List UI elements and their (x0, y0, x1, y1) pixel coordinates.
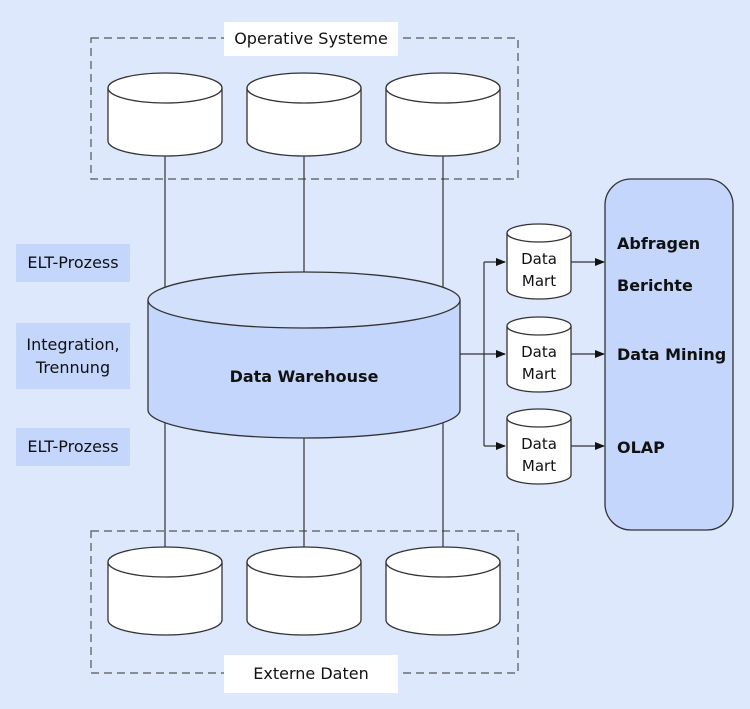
external-data-label: Externe Daten (224, 655, 398, 693)
analysis-panel (604, 178, 734, 531)
integration-label-line2: Trennung (35, 358, 111, 377)
external-data-cylinder (246, 546, 362, 636)
external-data-cylinder (385, 546, 501, 636)
data-mart-label-line2: Mart (521, 272, 557, 290)
data-mart-label-line1: Data (521, 250, 557, 268)
data-mart-cylinder (506, 223, 572, 300)
data-mart-label-line2: Mart (521, 457, 557, 475)
data-mart-branches (460, 258, 506, 450)
operative-systems-label: Operative Systeme (224, 22, 398, 56)
data-mart-label-line2: Mart (521, 365, 557, 383)
data-mart-label-line1: Data (521, 343, 557, 361)
data-mart-label: Data Mart (507, 247, 571, 293)
output-queries-label: Abfragen (617, 234, 701, 253)
output-reports-label: Berichte (617, 276, 693, 295)
warehouse-connectors (164, 155, 444, 560)
elt-process-bottom-label: ELT-Prozess (16, 428, 130, 466)
data-warehouse-label: Data Warehouse (229, 367, 379, 386)
external-data-cylinder (107, 546, 223, 636)
elt-process-top-label: ELT-Prozess (16, 244, 130, 282)
output-data-mining-label: Data Mining (617, 345, 727, 364)
data-mart-cylinder (506, 408, 572, 485)
integration-separation-label: Integration, Trennung (16, 323, 130, 389)
data-warehouse-cylinder (147, 271, 461, 439)
operative-system-cylinder (246, 72, 362, 157)
data-mart-cylinder (506, 316, 572, 393)
integration-label-line1: Integration, (26, 335, 120, 354)
output-arrows (571, 258, 605, 450)
data-mart-label: Data Mart (507, 340, 571, 386)
data-mart-label: Data Mart (507, 432, 571, 478)
operative-system-cylinder (385, 72, 501, 157)
output-olap-label: OLAP (617, 438, 665, 457)
operative-system-cylinder (107, 72, 223, 157)
data-mart-label-line1: Data (521, 435, 557, 453)
